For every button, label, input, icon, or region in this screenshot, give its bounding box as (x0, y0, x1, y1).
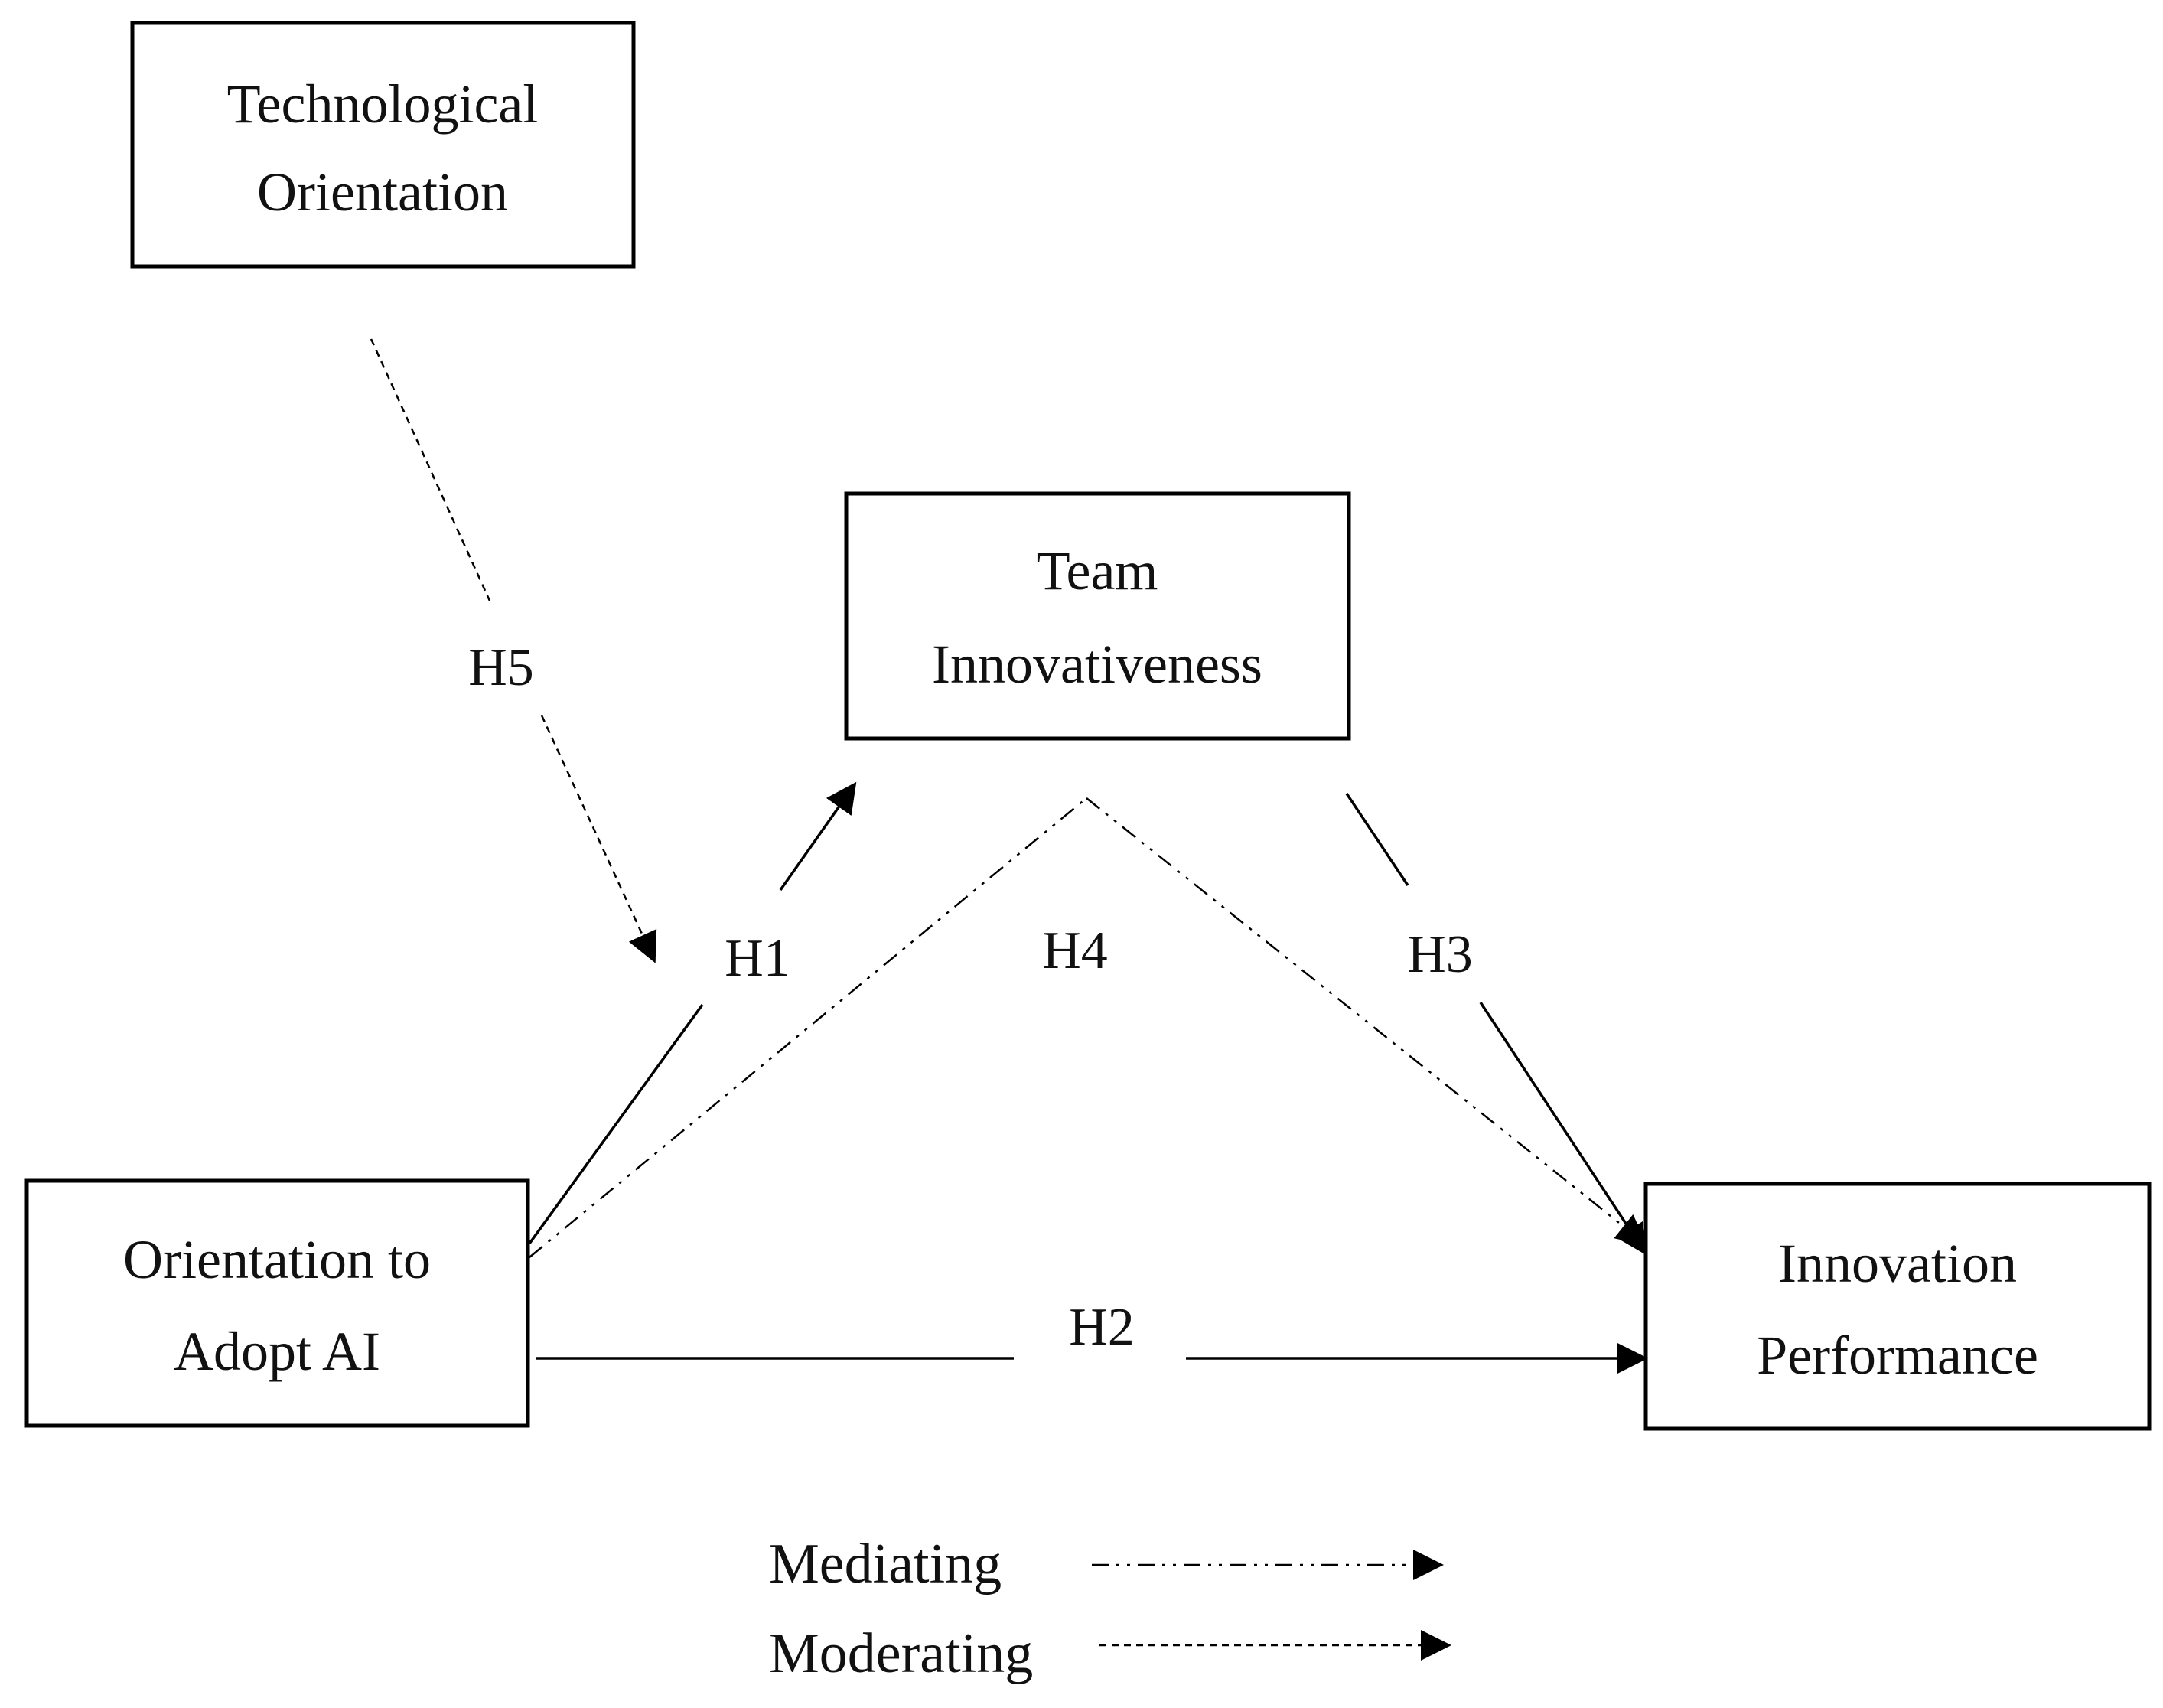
team-innovativeness-label-line1: Team (1037, 540, 1158, 601)
h5-label: H5 (468, 638, 534, 697)
h4-label: H4 (1042, 921, 1108, 980)
orientation-to-adopt-ai-label-line1: Orientation to (123, 1229, 431, 1290)
legend-mediating-label: Mediating (769, 1533, 1002, 1596)
h3-label: H3 (1407, 925, 1473, 984)
orientation-to-adopt-ai-label-line2: Adopt AI (174, 1321, 380, 1382)
h1-path (528, 781, 857, 1245)
innovation-performance-label-line1: Innovation (1778, 1233, 2017, 1294)
technological-orientation-label-line2: Orientation (257, 161, 508, 223)
innovation-performance-label-line2: Performance (1757, 1325, 2038, 1386)
innovation-performance-box: Innovation Performance (1643, 1182, 2152, 1431)
h5-moderating-path (370, 338, 657, 963)
technological-orientation-label-line1: Technological (227, 73, 539, 135)
orientation-to-adopt-ai-box: Orientation to Adopt AI (24, 1178, 530, 1428)
legend: Mediating Moderating (769, 1533, 1451, 1685)
h2-label: H2 (1069, 1298, 1135, 1357)
h1-label: H1 (725, 929, 790, 988)
team-innovativeness-box: Team Innovativeness (844, 491, 1351, 741)
h3-path (1345, 793, 1647, 1256)
h4-mediating-path (529, 797, 1648, 1258)
team-innovativeness-label-line2: Innovativeness (932, 634, 1262, 695)
legend-moderating-label: Moderating (769, 1622, 1033, 1685)
technological-orientation-box: Technological Orientation (130, 21, 636, 269)
